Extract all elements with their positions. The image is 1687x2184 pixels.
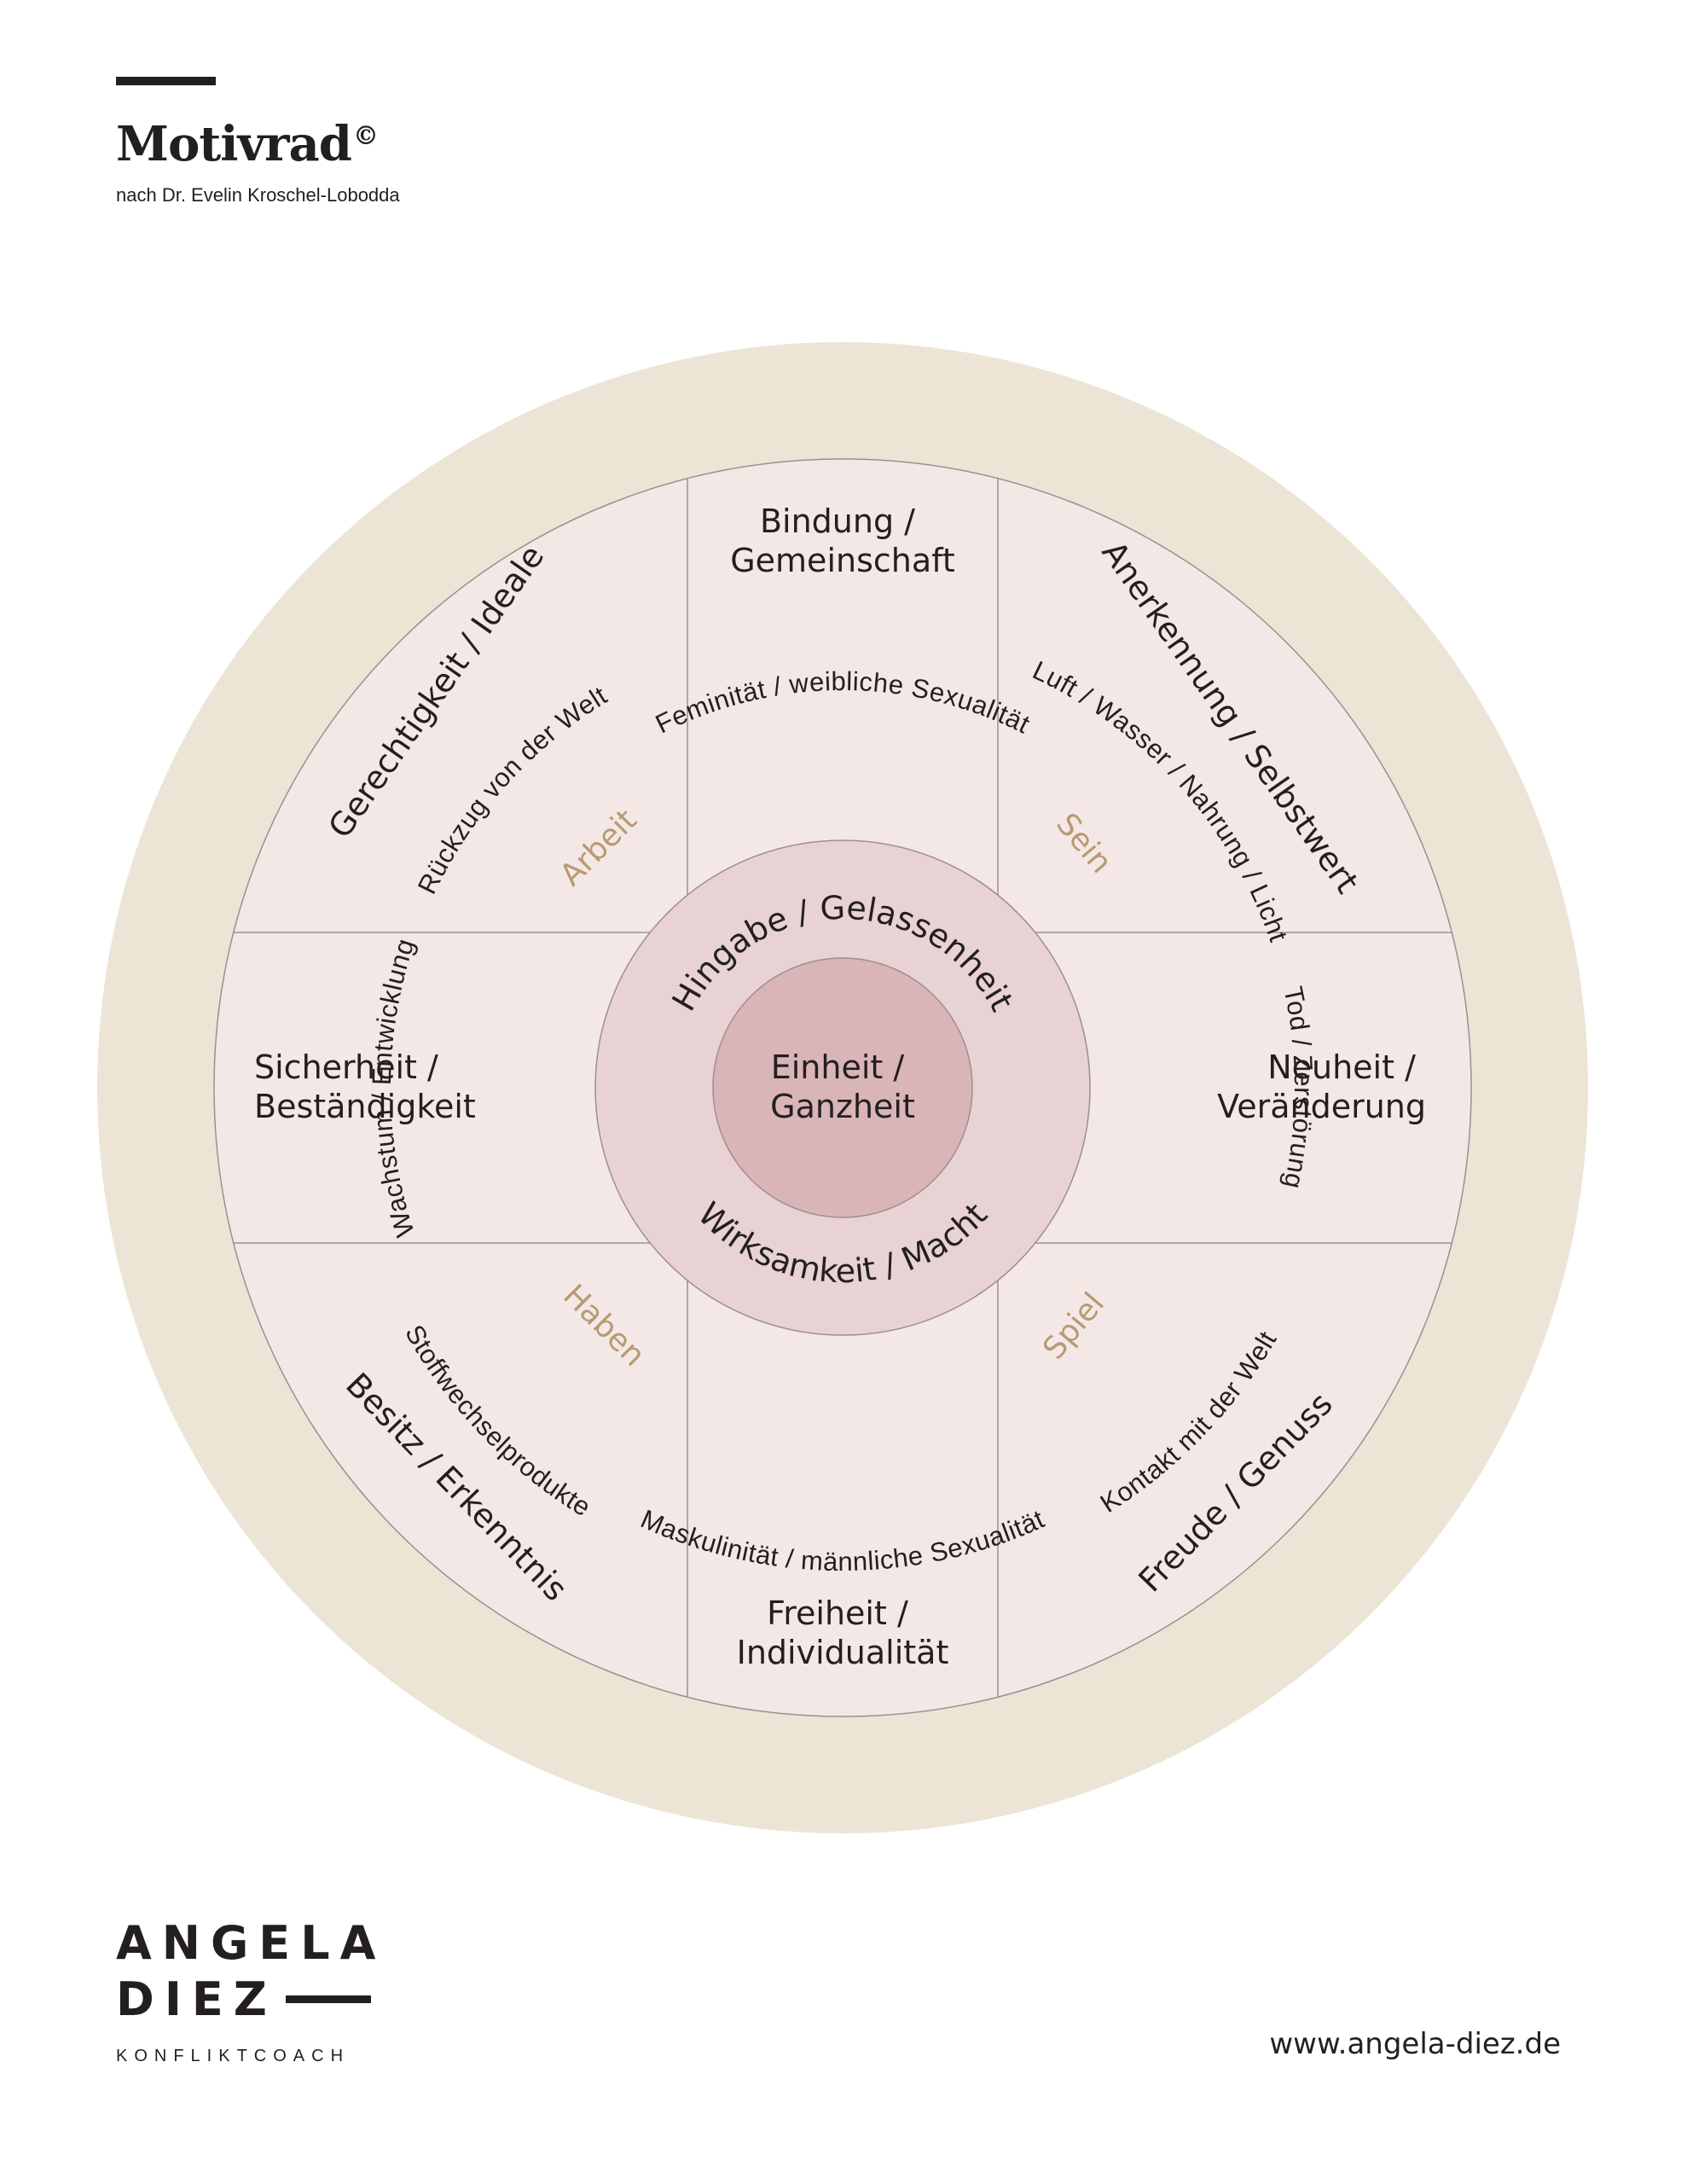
logo-line-2-text: DIEZ xyxy=(116,1972,277,2026)
segment-label-bottom: Freiheit / Individualität xyxy=(737,1594,949,1671)
website-link[interactable]: www.angela-diez.de xyxy=(1269,2027,1561,2061)
brand-logo: ANGELA DIEZ KONFLIKTCOACH xyxy=(116,1915,386,2066)
page-subtitle: nach Dr. Evelin Kroschel-Lobodda xyxy=(116,184,400,206)
core-circle xyxy=(712,957,973,1218)
logo-rule xyxy=(285,1995,371,2003)
top-rule xyxy=(116,77,216,85)
logo-line-1: ANGELA xyxy=(116,1916,386,1970)
core-label: Einheit / Ganzheit xyxy=(770,1048,915,1125)
segment-label-right: Neuheit / Veränderung xyxy=(1217,1048,1426,1125)
segment-label-top: Bindung / Gemeinschaft xyxy=(730,502,955,579)
logo-line-2: DIEZ xyxy=(116,1972,386,2028)
segment-label-left: Sicherheit / Beständigkeit xyxy=(254,1048,476,1125)
copyright-mark: © xyxy=(352,121,379,151)
title-text: Motivrad xyxy=(116,116,352,172)
page-title: Motivrad© xyxy=(116,116,379,173)
logo-subtitle: KONFLIKTCOACH xyxy=(116,2047,351,2065)
